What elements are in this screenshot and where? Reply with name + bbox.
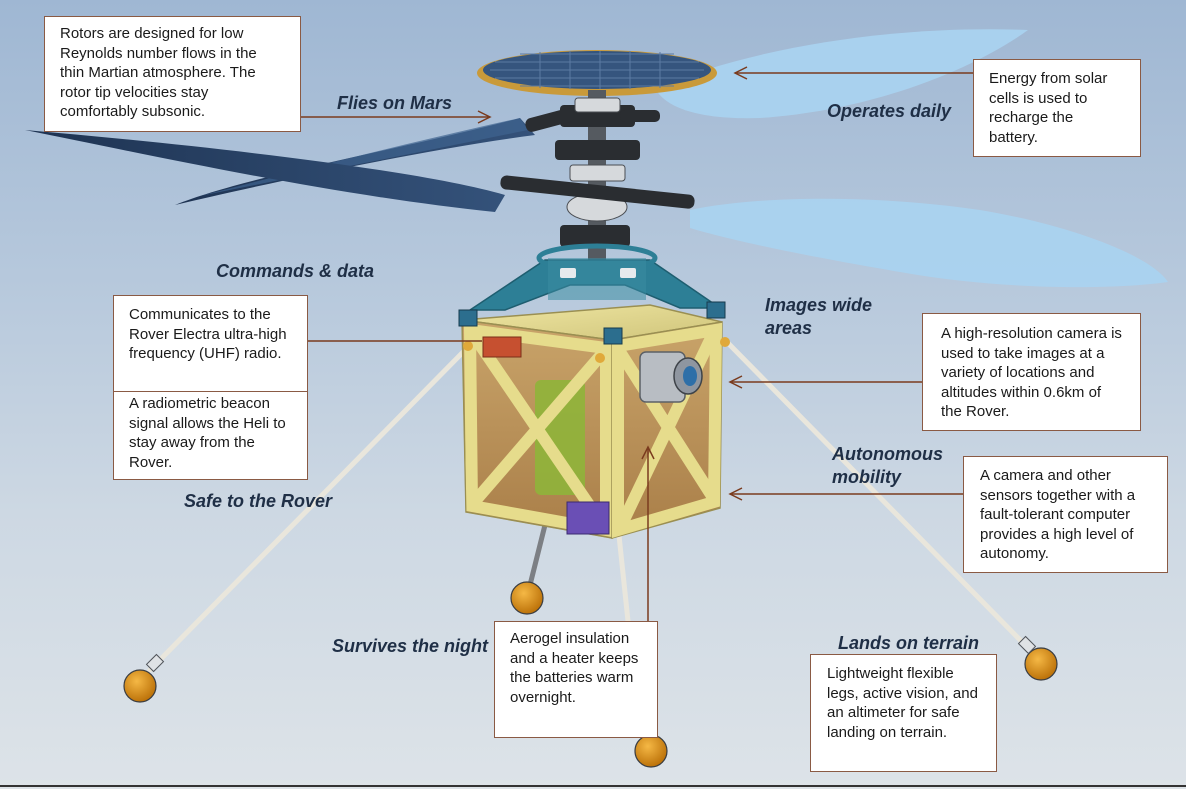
callout-beacon: A radiometric beacon signal allows the H… <box>113 391 308 480</box>
callout-aerogel: Aerogel insulation and a heater keeps th… <box>494 621 658 738</box>
label-images-wide-areas: Images wide areas <box>765 295 873 338</box>
callout-camera: A high-resolution camera is used to take… <box>922 313 1141 431</box>
camera-unit <box>639 351 703 403</box>
label-survives-night: Survives the night <box>332 636 489 656</box>
foot-front <box>634 734 668 768</box>
label-operates-daily: Operates daily <box>827 101 952 121</box>
leg-right <box>722 337 1033 653</box>
label-lands-on-terrain: Lands on terrain <box>838 633 980 653</box>
label-autonomous-mobility: Autonomous mobility <box>832 444 943 487</box>
label-flies-on-mars: Flies on Mars <box>337 93 453 113</box>
heater-box <box>566 501 610 535</box>
radio-box <box>482 336 522 358</box>
lower-rotor-blade-right <box>690 198 1168 288</box>
foot-left <box>123 669 157 703</box>
label-safe-to-rover: Safe to the Rover <box>184 491 333 511</box>
callout-solar: Energy from solar cells is used to recha… <box>973 59 1141 157</box>
callout-legs: Lightweight flexible legs, active vision… <box>810 654 997 772</box>
leg-left <box>147 342 473 673</box>
leg-rear <box>527 524 548 586</box>
callout-uhf: Communicates to the Rover Electra ultra-… <box>113 295 308 392</box>
label-commands-data: Commands & data <box>216 261 375 281</box>
foot-rear <box>510 581 544 615</box>
foot-right <box>1024 647 1058 681</box>
callout-rotors: Rotors are designed for low Reynolds num… <box>44 16 301 132</box>
lower-rotor-blade-left <box>25 130 505 212</box>
callout-autonomy: A camera and other sensors together with… <box>963 456 1168 573</box>
